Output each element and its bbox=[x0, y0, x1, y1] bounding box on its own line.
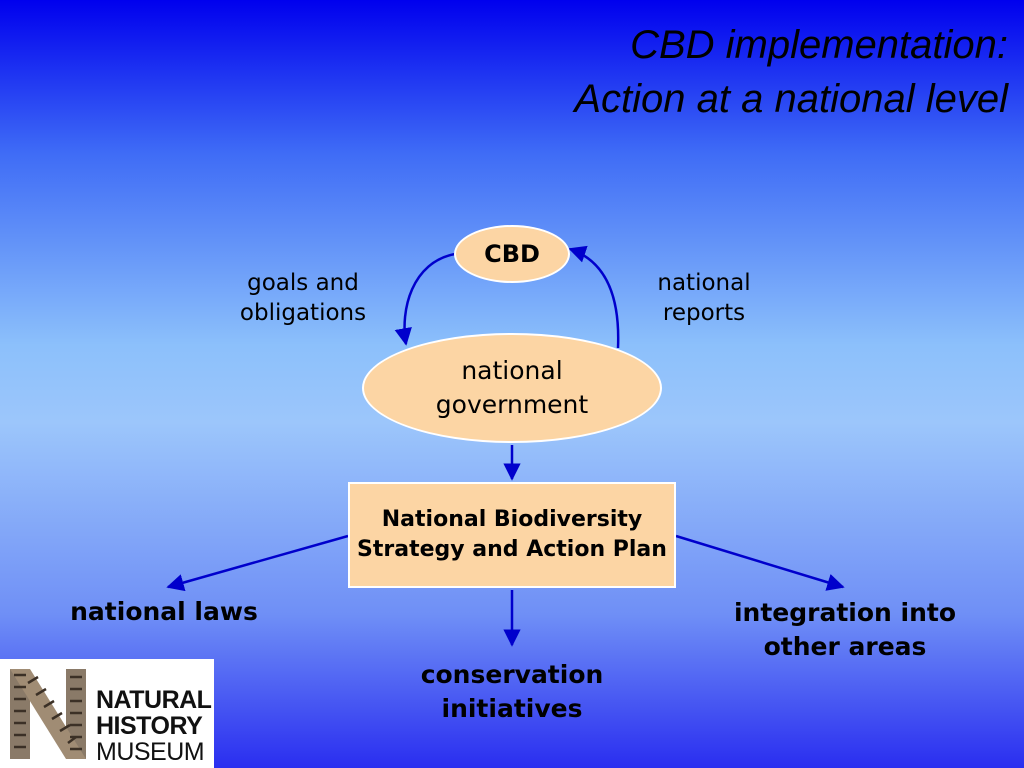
slide-title: CBD implementation: Action at a national… bbox=[574, 18, 1008, 126]
national-laws-label: national laws bbox=[70, 597, 258, 626]
title-line-2: Action at a national level bbox=[574, 77, 1008, 121]
ammonite-n-icon bbox=[10, 669, 86, 759]
national-government-label: national government bbox=[435, 356, 589, 419]
logo-line-3: MUSEUM bbox=[96, 738, 205, 766]
title-line-1: CBD implementation: bbox=[630, 23, 1008, 67]
arrow-government-to-cbd bbox=[568, 245, 620, 349]
natural-history-museum-logo: NATURAL HISTORY MUSEUM bbox=[0, 659, 214, 768]
conservation-initiatives-label: conservation initiatives bbox=[420, 660, 604, 723]
arrow-nbsap-to-integration bbox=[675, 534, 845, 591]
arrow-cbd-to-government bbox=[394, 252, 456, 346]
logo-line-2: HISTORY bbox=[96, 712, 203, 740]
national-government-node: national government bbox=[362, 333, 662, 443]
nbsap-node: National Biodiversity Strategy and Actio… bbox=[348, 482, 676, 588]
goals-obligations-label: goals and obligations bbox=[239, 270, 367, 326]
nbsap-label: National Biodiversity Strategy and Actio… bbox=[357, 507, 667, 562]
cbd-node: CBD bbox=[454, 225, 570, 283]
logo-wordmark: NATURAL HISTORY MUSEUM bbox=[96, 686, 212, 766]
logo-line-1: NATURAL bbox=[96, 686, 212, 714]
integration-label: integration into other areas bbox=[733, 598, 957, 661]
national-reports-label: national reports bbox=[657, 270, 751, 326]
cbd-label: CBD bbox=[484, 240, 540, 268]
arrow-nbsap-to-laws bbox=[166, 534, 349, 592]
